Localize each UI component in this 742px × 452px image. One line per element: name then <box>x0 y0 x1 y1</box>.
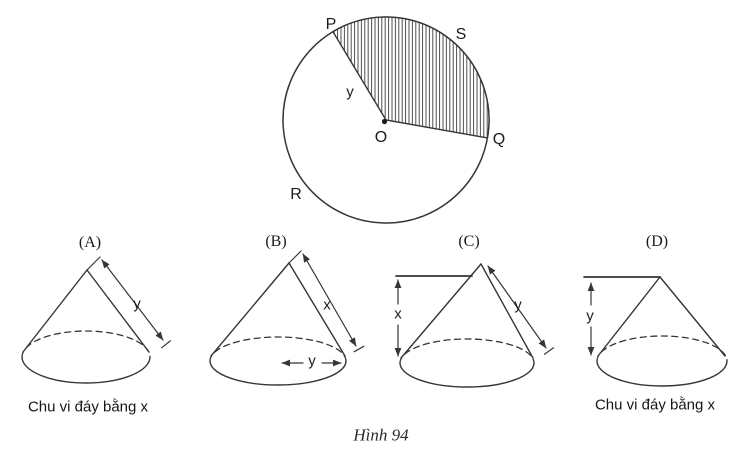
cone-c-left-slant <box>400 263 482 359</box>
shaded-sector <box>332 16 490 139</box>
cone-c-slant-label: y <box>514 296 522 314</box>
option-label-b: (B) <box>265 233 287 250</box>
cone-c-base-front-arc <box>399 362 535 388</box>
cone-a-left-slant <box>22 269 88 353</box>
cone-b-apex-tick <box>288 250 302 264</box>
cone-d <box>583 276 728 387</box>
cone-b-left-slant <box>210 262 290 357</box>
cone-d-base-front-arc <box>596 360 728 387</box>
option-label-d: (D) <box>645 233 669 250</box>
cone-a-slant-label: y <box>133 295 141 313</box>
cone-c-end-tick <box>543 347 555 355</box>
cone-a-base-front-arc <box>21 356 151 384</box>
cone-d-right-slant <box>659 276 726 357</box>
cone-c-slant-dim-line <box>487 265 547 349</box>
cone-b-base-back-arc <box>209 336 347 362</box>
option-label-a: (A) <box>78 234 102 251</box>
figure-caption: Hình 94 <box>353 425 409 445</box>
cone-b-radius-label: y <box>308 352 316 370</box>
circle-radius-label: y <box>346 83 354 101</box>
cone-b-right-slant <box>288 262 346 357</box>
circle-diagram <box>282 16 490 224</box>
cone-b <box>209 250 365 386</box>
cone-d-caption: Chu vi đáy bằng x <box>594 396 716 414</box>
cone-a-slant-dim-line <box>101 259 164 341</box>
cone-c <box>394 263 555 388</box>
cone-c-base-back-arc <box>399 338 535 364</box>
cone-a-base-back-arc <box>21 330 151 358</box>
point-label-p: P <box>325 16 337 33</box>
cone-b-slant-label: x <box>323 296 331 314</box>
center-dot <box>381 118 388 125</box>
cone-a <box>21 256 171 384</box>
cone-c-height-label: x <box>394 305 402 323</box>
cone-a-end-tick <box>161 340 171 349</box>
cone-b-base-front-arc <box>209 360 347 386</box>
center-label-o: O <box>374 129 388 146</box>
cone-b-end-tick <box>353 345 365 353</box>
cone-d-left-slant <box>597 276 661 357</box>
cone-d-height-label: y <box>586 307 594 325</box>
cone-d-base-back-arc <box>596 335 728 362</box>
point-label-q: Q <box>492 131 506 148</box>
option-label-c: (C) <box>458 233 480 250</box>
cone-a-caption: Chu vi đáy bằng x <box>27 398 149 416</box>
point-label-r: R <box>290 186 302 203</box>
point-label-s: S <box>455 26 467 43</box>
cone-b-slant-dim-line <box>302 253 357 347</box>
cone-a-apex-tick <box>86 256 101 271</box>
